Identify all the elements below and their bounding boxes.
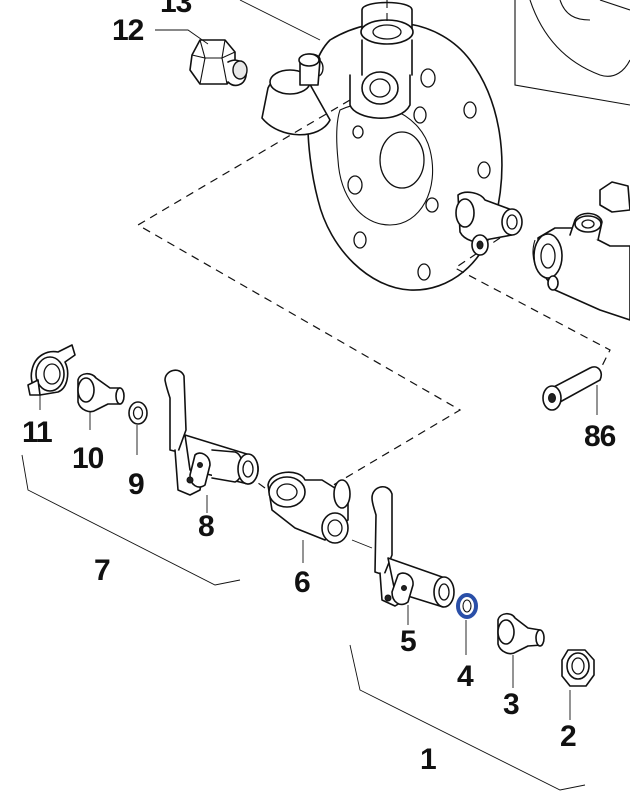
callout-10: 10 — [72, 442, 104, 475]
part-10-connector — [77, 372, 125, 413]
callout-11: 11 — [22, 416, 53, 449]
callout-4: 4 — [457, 660, 474, 693]
part-86-screw — [542, 366, 603, 411]
flange-elbow-fitting — [261, 53, 331, 136]
right-manifold — [455, 181, 630, 321]
part-12-plug — [189, 39, 248, 87]
part-11-wing-nut — [27, 344, 76, 396]
part-9-washer — [128, 401, 148, 425]
part-8-valve — [164, 369, 259, 496]
callout-7: 7 — [94, 554, 111, 587]
callout-1: 1 — [420, 743, 437, 776]
callout-9: 9 — [128, 468, 145, 501]
part-6-tee — [267, 471, 351, 544]
part-2-nut — [561, 649, 595, 687]
callout-13-partial: 13 — [160, 0, 192, 19]
assembly-1-bracket — [349, 644, 586, 791]
part-4-o-ring — [456, 593, 478, 619]
assembly-7-bracket — [21, 454, 241, 586]
callout-86: 86 — [584, 420, 616, 453]
callout-2: 2 — [560, 720, 577, 753]
callout-6: 6 — [294, 566, 311, 599]
part-5-valve — [371, 486, 455, 608]
part-3-connector — [497, 612, 545, 655]
callout-5: 5 — [400, 625, 417, 658]
callout-3: 3 — [503, 688, 520, 721]
callout-12: 12 — [112, 14, 144, 47]
housing-frame — [514, 0, 630, 106]
callout-8: 8 — [198, 510, 215, 543]
